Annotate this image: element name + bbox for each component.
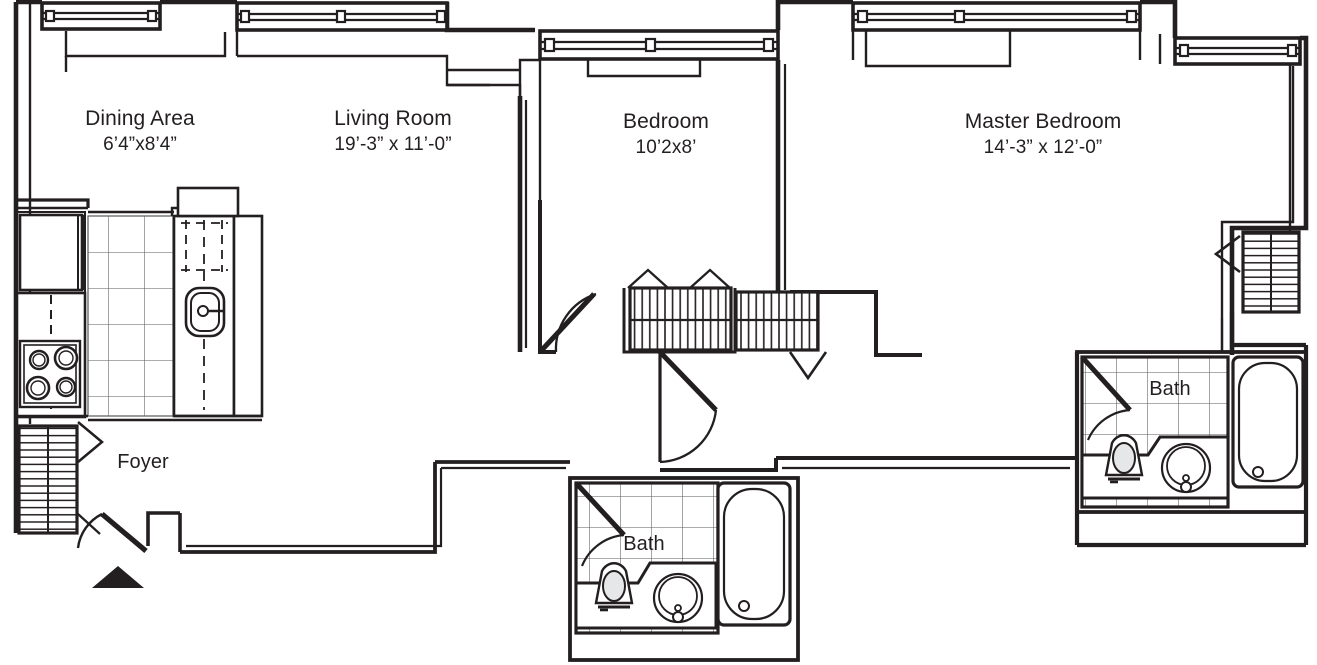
closet-bedroom-side	[734, 290, 820, 352]
room-name-foyer: Foyer	[117, 451, 169, 473]
kitchen-tile-floor	[87, 215, 174, 417]
bedroom-door	[538, 292, 597, 354]
window-master	[851, 1, 1142, 32]
bath-secondary	[568, 476, 800, 662]
kitchen-sink	[184, 286, 226, 338]
bathtub-2	[1231, 355, 1305, 489]
bedroom-hall-door	[658, 350, 718, 464]
foyer-closet-door	[77, 421, 104, 463]
room-label-bath-master: Bath	[1120, 377, 1220, 401]
room-label-bath-secondary: Bath	[594, 532, 694, 556]
room-name-bedroom: Bedroom	[623, 110, 709, 133]
room-label-bedroom: Bedroom 10’2x8’	[566, 109, 766, 160]
interior-wall-faces	[28, 2, 1295, 424]
closet-bedroom-main	[628, 286, 733, 352]
window-dining	[40, 1, 162, 31]
closet-foyer	[17, 424, 79, 535]
wall-hall-south	[180, 460, 570, 554]
room-name-bath-secondary: Bath	[623, 533, 665, 555]
master-door	[788, 351, 828, 381]
room-dimensions-bedroom: 10’2x8’	[635, 137, 697, 158]
dining-ledge	[16, 198, 90, 208]
room-name-bath-master: Bath	[1149, 378, 1191, 400]
range	[18, 339, 82, 409]
room-dimensions-living-room: 19’-3” x 11’-0”	[334, 134, 452, 155]
bath-master	[1075, 350, 1308, 514]
bedroom-closet-door	[627, 268, 731, 289]
entry-direction-arrow	[92, 566, 144, 588]
window-bedroom	[538, 29, 780, 61]
room-name-master-bedroom: Master Bedroom	[964, 110, 1122, 133]
toilet-2	[1104, 434, 1144, 484]
bath2-door	[1080, 355, 1132, 441]
room-dimensions-master-bedroom: 14’-3” x 12’-0”	[983, 137, 1103, 158]
room-label-living-room: Living Room 19’-3” x 11’-0”	[268, 106, 518, 157]
wall-hall-jog	[660, 458, 778, 472]
master-closet-door	[1213, 234, 1241, 274]
room-label-foyer: Foyer	[78, 450, 208, 474]
bath1-door	[574, 481, 626, 567]
closet-master	[1241, 230, 1301, 314]
vanity-sink-1	[652, 572, 704, 624]
room-name-dining-area: Dining Area	[85, 107, 195, 130]
room-label-dining-area: Dining Area 6’4”x8’4”	[40, 106, 240, 157]
wall-bedroom-master-lower	[790, 290, 922, 357]
room-label-master-bedroom: Master Bedroom 14’-3” x 12’-0”	[918, 109, 1168, 160]
vanity-sink-2	[1160, 442, 1212, 494]
wall-bedroom-left	[538, 200, 556, 354]
entry-door	[76, 512, 148, 553]
window-living	[235, 1, 449, 32]
closet-frames	[622, 288, 822, 354]
refrigerator	[16, 211, 86, 294]
room-name-living-room: Living Room	[334, 107, 452, 130]
toilet-1	[594, 562, 634, 612]
wall-step-living	[447, 68, 520, 87]
entry-niche	[146, 511, 182, 552]
room-dimensions-dining-area: 6’4”x8’4”	[103, 134, 177, 155]
kitchen-island	[170, 186, 264, 418]
bathtub-1	[716, 481, 792, 627]
window-east	[1173, 36, 1302, 66]
